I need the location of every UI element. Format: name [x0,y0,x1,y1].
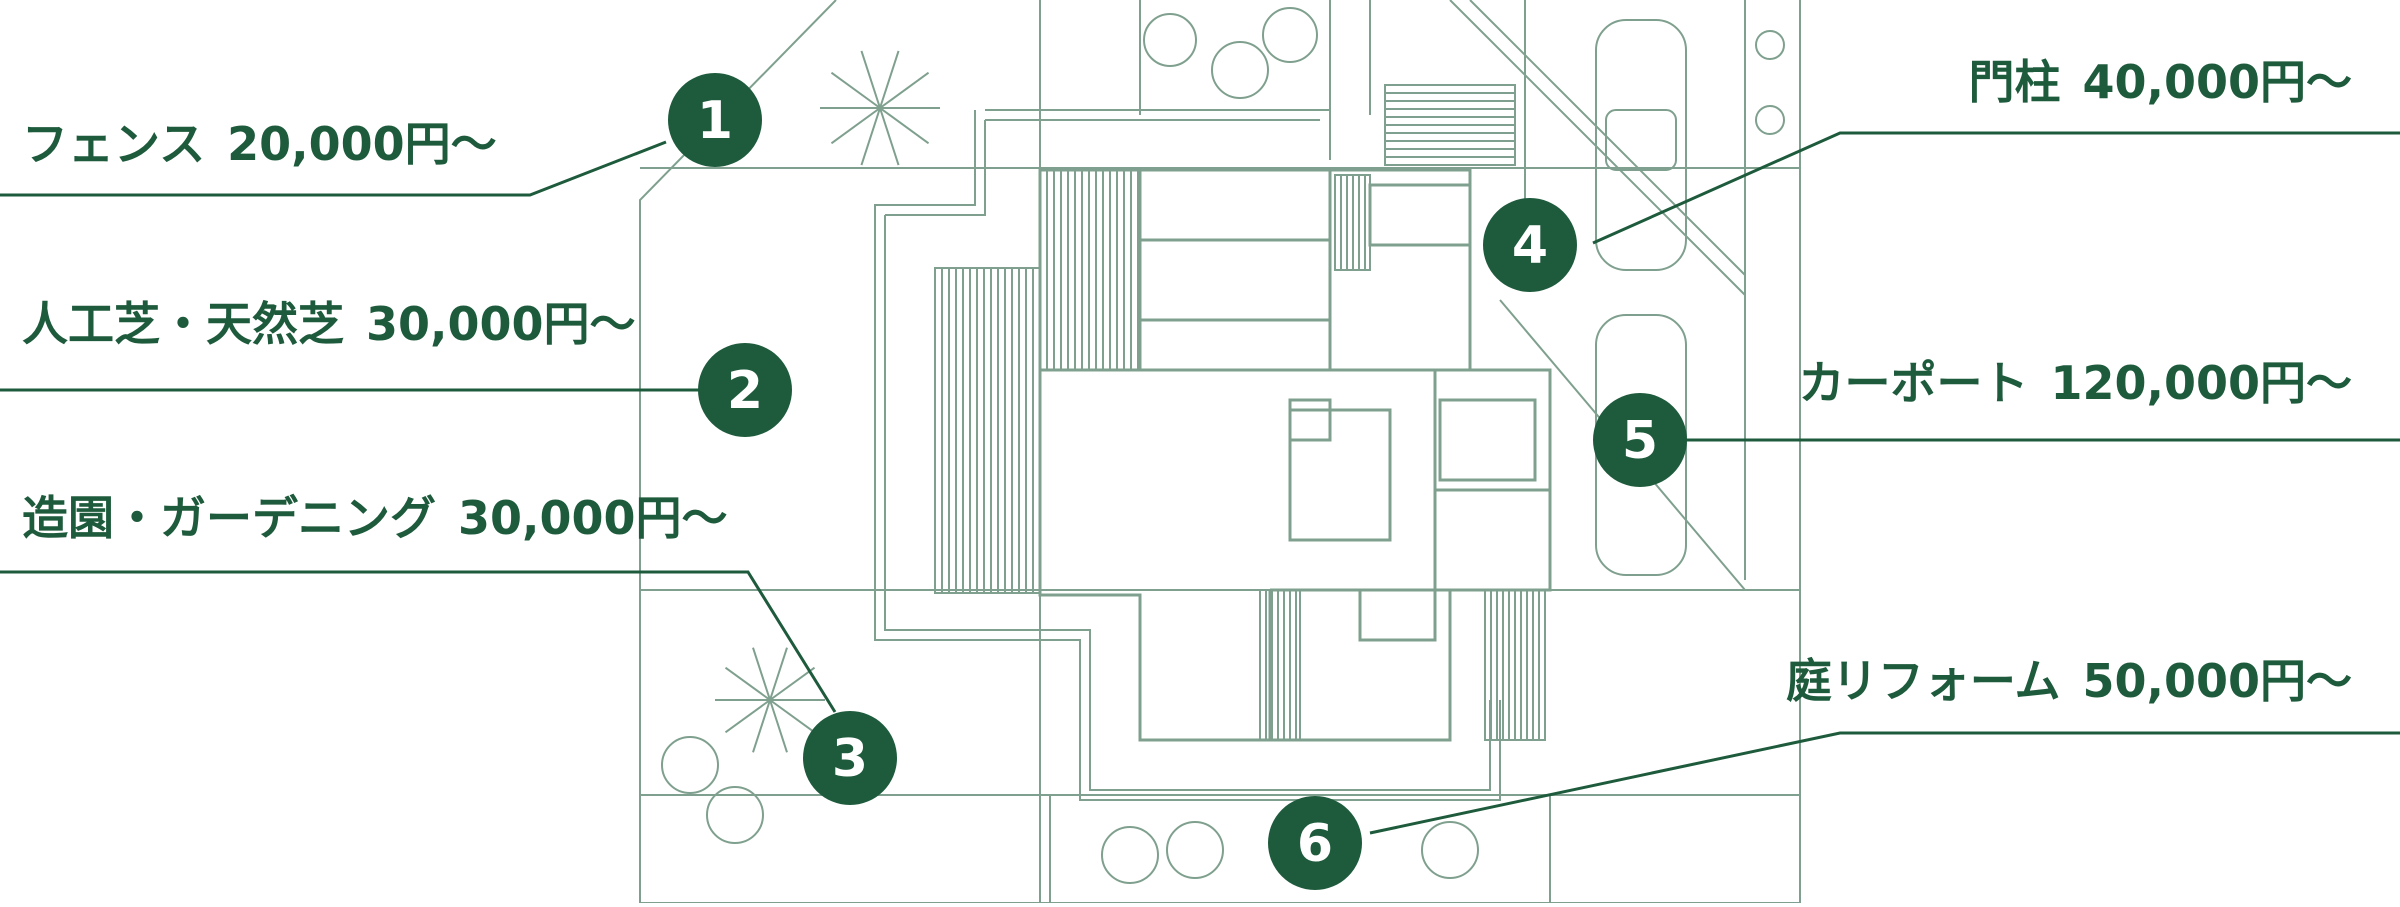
badge-6 [1268,796,1362,890]
item-name: カーポート [1798,356,2029,410]
item-name: フェンス [22,117,206,171]
item-price: 120,000円〜 [2050,356,2352,410]
badge-number-1: 1 [697,91,733,151]
badge-number-2: 2 [727,361,763,421]
badge-5 [1593,393,1687,487]
badge-number-6: 6 [1297,814,1333,874]
parked-cars [1595,19,1687,576]
garden-path [874,109,1501,801]
trees [661,7,1785,884]
badge-number-4: 4 [1512,216,1548,276]
leader-line-garden-reform [1369,731,2400,835]
leader-line-fence [0,140,667,197]
item-name: 造園・ガーデニング [22,491,436,545]
item-price: 50,000円〜 [2082,654,2352,708]
item-price: 30,000円〜 [458,491,728,545]
item-price: 40,000円〜 [2082,55,2352,109]
site-boundary [639,0,1801,904]
item-name: 門柱 [1968,55,2061,109]
badge-number-5: 5 [1622,411,1658,471]
wood-decks [934,84,1546,741]
item-name: 人工芝・天然芝 [22,297,344,351]
badges: 1 2 3 4 5 6 [668,73,1687,890]
leader-line-gate-post [1592,131,2400,245]
item-price: 30,000円〜 [366,297,636,351]
leader-line-gardening [0,570,837,713]
badge-3 [803,711,897,805]
item-name: 庭リフォーム [1785,654,2061,708]
badge-4 [1483,198,1577,292]
badge-2 [698,343,792,437]
badge-number-3: 3 [832,729,868,789]
leader-lines [0,131,2400,835]
item-price: 20,000円〜 [227,117,497,171]
badge-1 [668,73,762,167]
